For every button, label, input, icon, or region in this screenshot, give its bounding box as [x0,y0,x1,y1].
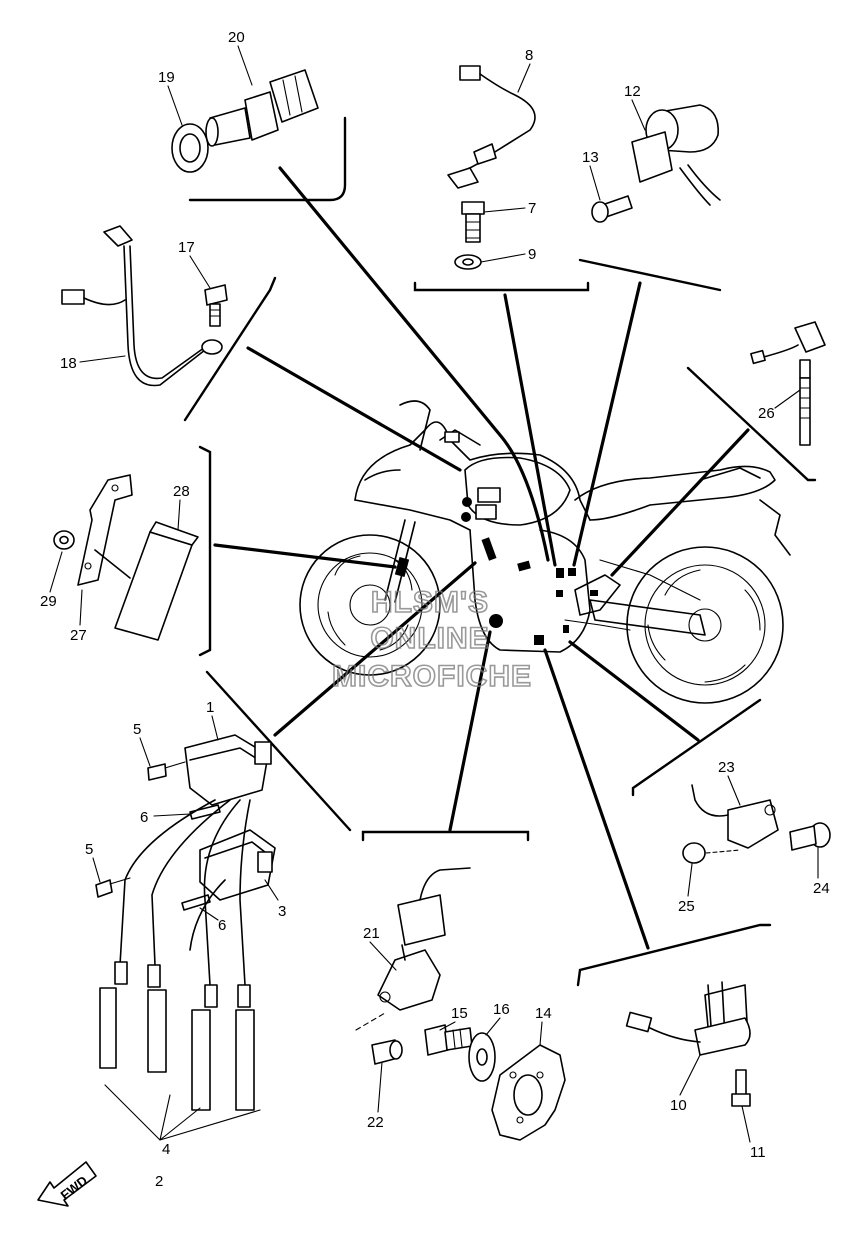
callout-6-upper: 6 [140,809,148,826]
callout-27: 27 [70,627,87,644]
callout-26: 26 [758,405,775,422]
part-23-sensor [691,784,779,849]
callout-17: 17 [178,239,195,256]
part-3-ignition-coil [199,829,276,901]
part-13-bolt [591,195,633,223]
part-7-bolt [461,201,485,243]
callout-3: 3 [278,903,286,920]
part-1-ignition-coil [184,734,272,806]
callout-5-lower: 5 [85,841,93,858]
watermark-line-1: HLSM'S [371,586,489,619]
part-6-bolt-lower [181,894,211,911]
part-27-bracket [77,474,133,586]
part-20-sensor [205,69,319,147]
callout-7: 7 [528,200,536,217]
callout-5-upper: 5 [133,721,141,738]
part-10-sensor [625,981,751,1056]
part-14-rotor [491,1044,566,1141]
part-24-bolt [789,822,831,851]
motorcycle-outline [299,400,791,704]
part-8-lead-wire [447,65,536,189]
callout-21: 21 [363,925,380,942]
part-16-washer [468,1032,496,1082]
part-4-plug-caps [99,961,255,1111]
callout-23: 23 [718,759,735,776]
callout-19: 19 [158,69,175,86]
watermark-line-2: ONLINE [370,622,489,655]
callout-13: 13 [582,149,599,166]
part-25-nut [682,842,741,864]
part-26-oxygen-sensor [750,321,826,446]
callout-28: 28 [173,483,190,500]
part-19-washer [171,123,209,173]
callout-8: 8 [525,47,533,64]
part-17-bolt [204,284,228,327]
part-28-damper-pad [114,521,199,641]
callout-2: 2 [155,1173,163,1190]
watermark: HLSM'S ONLINE MICROFICHE [331,585,532,694]
leader-4-2 [104,1084,261,1141]
part-18-ground-cable [61,225,223,387]
callout-18: 18 [60,355,77,372]
part-2-plug-leads [119,799,251,986]
part-6-bolt-upper [189,804,221,820]
part-9-washer [454,254,482,270]
callout-labels: 1 2 3 4 5 5 6 6 7 8 9 10 11 12 13 14 15 … [40,29,830,1190]
callout-10: 10 [670,1097,687,1114]
fwd-arrow-icon: FWD [37,1161,97,1207]
group-brackets [183,116,817,987]
part-22-screw [355,1012,403,1065]
callout-20: 20 [228,29,245,46]
part-5-bolt-lower [95,877,131,898]
part-21-pickup-coil [377,867,471,1011]
callout-6-lower: 6 [218,917,226,934]
leader-lines [213,166,750,950]
callout-12: 12 [624,83,641,100]
watermark-line-3: MICROFICHE [332,660,532,693]
callout-25: 25 [678,898,695,915]
callout-22: 22 [367,1114,384,1131]
callout-29: 29 [40,593,57,610]
part-5-bolt-upper [147,761,186,781]
callout-15: 15 [451,1005,468,1022]
callout-16: 16 [493,1001,510,1018]
part-12-speed-sensor [631,104,721,206]
part-11-bolt [731,1069,751,1107]
callout-4: 4 [162,1141,170,1158]
callout-24: 24 [813,880,830,897]
callout-14: 14 [535,1005,552,1022]
callout-11: 11 [750,1144,766,1161]
part-29-nut [53,530,75,550]
callout-9: 9 [528,246,536,263]
part-15-bolt [424,1024,473,1056]
callout-1: 1 [206,699,214,716]
